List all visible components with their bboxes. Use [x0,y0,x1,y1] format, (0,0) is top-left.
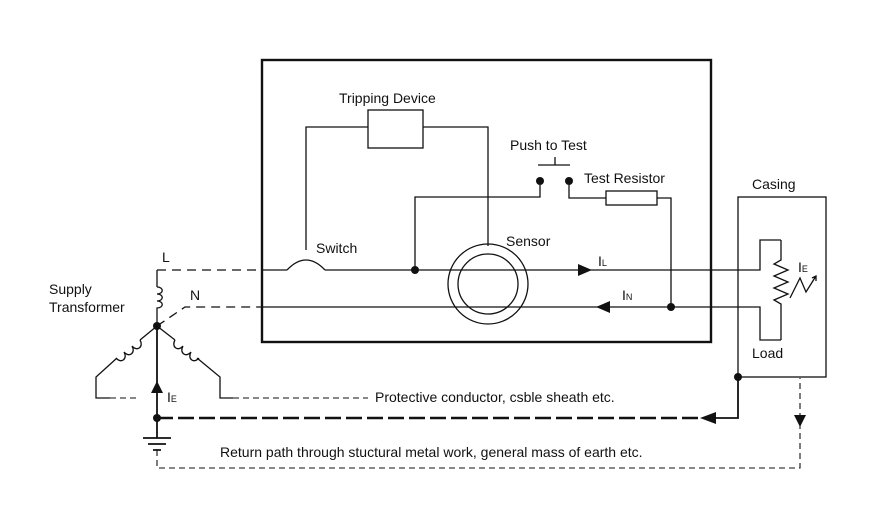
casing-label: Casing [752,176,796,192]
test-resistor-wire [657,197,672,307]
line-current-label: IL [598,253,607,269]
test-wire-right [568,185,606,199]
sensor-outer-ring [447,243,529,325]
transformer-leg-right [156,325,233,399]
casing [737,196,827,378]
supply-label: Supply [49,281,92,297]
push-button [538,157,570,166]
earth-current-arrow [151,381,163,393]
test-contact-right [565,177,573,185]
transformer-leg-left [95,325,158,399]
transformer-label: Transformer [49,299,125,315]
load-label: Load [752,345,783,361]
neutral-junction [667,303,675,311]
casing-earth-wire [716,377,739,419]
load-resistor [772,240,790,340]
line-label: L [162,249,170,265]
test-wire-left [414,185,541,270]
tripping-device-label: Tripping Device [339,90,436,106]
test-resistor-label: Test Resistor [584,170,665,186]
earth-symbol [143,437,171,451]
line-current-arrow [578,264,592,276]
line-junction [411,266,419,274]
protective-conductor-label: Protective conductor, csble sheath etc. [375,389,615,405]
return-path-label: Return path through stuctural metal work… [220,444,643,460]
neutral-current-arrow [596,301,610,313]
line-conductor [262,239,781,271]
earth-return-arrow [794,415,806,427]
test-resistor [605,190,658,206]
tripping-device [367,109,424,149]
transformer-coil-top [156,286,163,326]
neutral-dashed-section [156,306,262,327]
transformer-coil-right [173,339,200,362]
rcd-enclosure [260,58,713,344]
trip-coil-wire-left [305,126,368,250]
neutral-current-label: IN [622,287,632,303]
trip-coil-wire-right [423,126,489,246]
switch-label: Switch [316,240,357,256]
earth-fault-spark [789,274,817,299]
sensor-inner-ring [457,253,519,315]
earth-fault-current-label: IE [798,259,808,275]
test-contact-left [536,177,544,185]
sensor-label: Sensor [506,233,551,249]
earth-current-label: IE [167,389,177,405]
push-to-test-label: Push to Test [510,137,587,153]
switch-contact [286,259,326,271]
neutral-label: N [190,287,200,303]
fault-return-arrow [700,412,716,424]
transformer-coil-left [115,339,142,362]
neutral-conductor [262,306,781,341]
